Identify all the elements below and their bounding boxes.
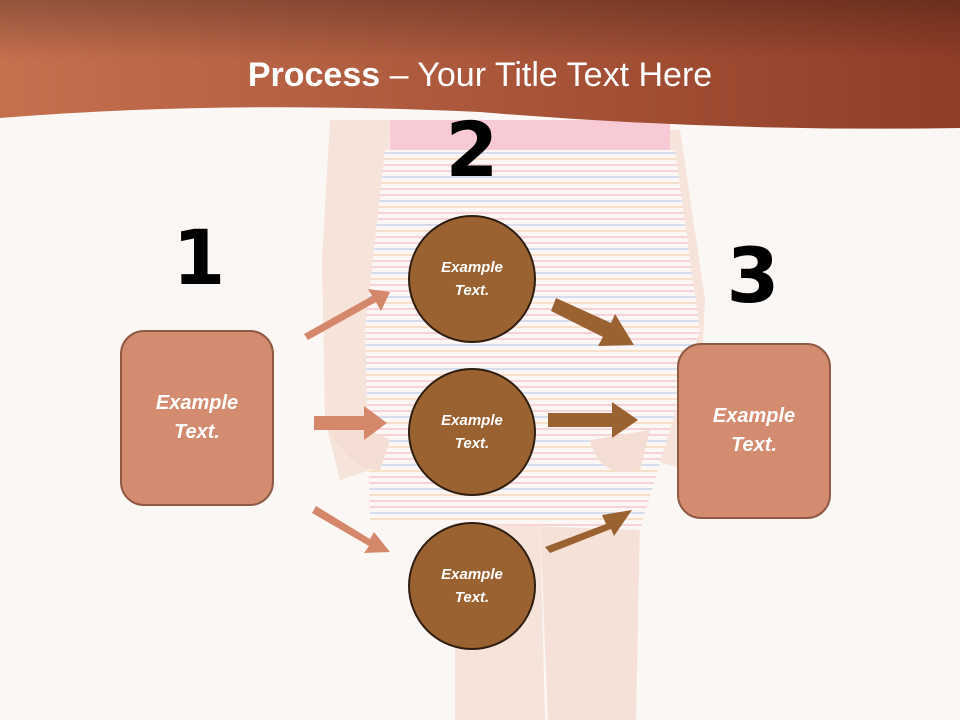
arrow-circle-bottom-to-3	[545, 510, 632, 553]
step-1-label: Example Text.	[155, 392, 239, 443]
circle-bottom-label: Example Text.	[441, 566, 503, 606]
title-rest: – Your Title Text Here	[380, 56, 713, 94]
step-2-circle-top: Example Text.	[408, 215, 536, 343]
circle-top-label: Example Text.	[441, 259, 503, 299]
step-3-box: Example Text.	[677, 343, 831, 519]
header-band	[0, 0, 960, 129]
arrow-1-to-circle-bottom	[312, 506, 390, 553]
step-number-1: 1	[172, 213, 226, 302]
arrow-1-to-circle-middle	[314, 406, 387, 440]
circle-middle-label: Example Text.	[441, 412, 503, 452]
page-title: Process – Your Title Text Here	[0, 52, 960, 98]
title-bold: Process	[247, 56, 381, 94]
step-2-circle-middle: Example Text.	[408, 368, 536, 496]
arrow-circle-top-to-3	[551, 298, 634, 346]
arrow-circle-middle-to-3	[548, 402, 638, 438]
arrow-1-to-circle-top	[304, 289, 390, 340]
step-number-2: 2	[445, 105, 499, 194]
step-3-label: Example Text.	[712, 405, 796, 456]
step-2-circle-bottom: Example Text.	[408, 522, 536, 650]
step-1-box: Example Text.	[120, 330, 274, 506]
step-number-3: 3	[726, 231, 780, 320]
